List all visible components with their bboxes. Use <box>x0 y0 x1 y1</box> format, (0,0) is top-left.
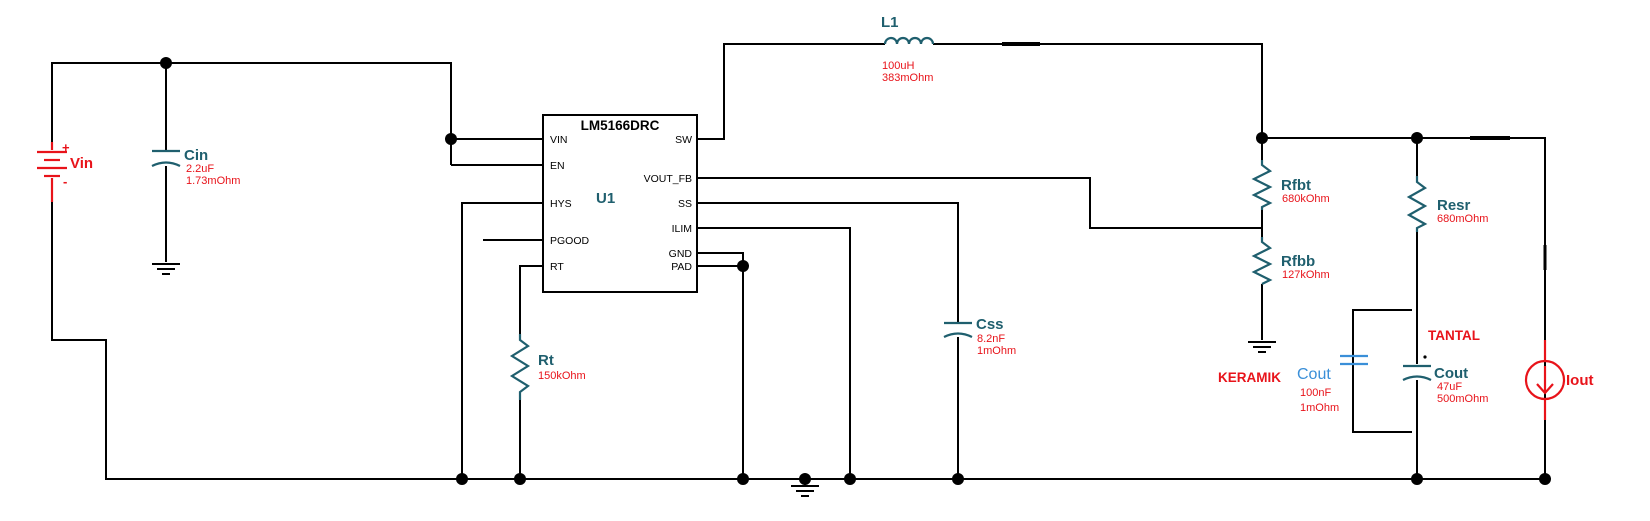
ground-symbol-rfbb <box>1248 341 1276 353</box>
capacitor-css <box>943 321 973 338</box>
resistor-resr <box>1406 176 1428 232</box>
keramik-annotation: KERAMIK <box>1218 370 1281 385</box>
capacitor-cin <box>151 149 181 167</box>
wire-rt-top <box>519 265 543 334</box>
pin-pad-label: PAD <box>671 261 692 273</box>
wire-gnd-bottom <box>51 137 1546 480</box>
css-value: 8.2nF <box>977 333 1005 345</box>
l1-value: 100uH <box>882 60 914 72</box>
rfbb-label: Rfbb <box>1281 253 1315 270</box>
wire-sw <box>697 43 885 140</box>
pin-pgood-label: PGOOD <box>550 235 590 247</box>
pin-sw-label: SW <box>675 134 692 146</box>
ground-symbol-cin <box>152 263 180 275</box>
wire-ss <box>697 202 959 322</box>
junction-dot <box>514 473 526 485</box>
css-label: Css <box>976 316 1004 333</box>
cout-ceramic-esr: 1mOhm <box>1300 402 1339 414</box>
vin-plus-sign: + <box>62 140 70 155</box>
cin-value: 2.2uF <box>186 163 214 175</box>
cout-tantal-esr: 500mOhm <box>1437 393 1488 405</box>
tantal-annotation: TANTAL <box>1428 328 1480 343</box>
wires <box>51 42 1547 480</box>
resr-label: Resr <box>1437 197 1471 214</box>
iout-label: Iout <box>1566 372 1594 389</box>
vin-label: Vin <box>70 155 93 172</box>
pin-ilim-label: ILIM <box>672 223 692 235</box>
battery-vin <box>37 142 67 202</box>
cout-tantal-value: 47uF <box>1437 381 1462 393</box>
pin-vin-label: VIN <box>550 134 568 146</box>
rt-label: Rt <box>538 352 554 369</box>
junction-dot <box>456 473 468 485</box>
pin-rt-label: RT <box>550 261 564 273</box>
vin-minus-sign: - <box>63 174 67 189</box>
pin-hys-label: HYS <box>550 198 572 210</box>
wire-hys <box>461 202 543 479</box>
rfbt-value: 680kOhm <box>1282 193 1330 205</box>
wire-l1-out <box>933 43 1263 138</box>
pin-ss-label: SS <box>678 198 692 210</box>
junction-dot <box>1256 132 1268 144</box>
cout-ceramic-value: 100nF <box>1300 387 1331 399</box>
junction-dot <box>952 473 964 485</box>
junction-dot <box>445 133 457 145</box>
cin-label: Cin <box>184 147 208 164</box>
resistor-rt <box>509 334 531 400</box>
cout-tantal-label: Cout <box>1434 365 1468 382</box>
capacitor-cout-tantal <box>1402 355 1432 381</box>
junction-dot <box>844 473 856 485</box>
junctions <box>160 57 1551 485</box>
rfbb-value: 127kOhm <box>1282 269 1330 281</box>
pin-gnd-label: GND <box>669 248 693 260</box>
css-esr: 1mOhm <box>977 345 1016 357</box>
pin-en-label: EN <box>550 160 565 172</box>
junction-dot <box>737 473 749 485</box>
ic-ref-label: U1 <box>596 190 615 207</box>
junction-dot <box>1411 473 1423 485</box>
inductor-l1 <box>883 36 935 45</box>
ic-part-number: LM5166DRC <box>581 118 660 133</box>
cin-esr: 1.73mOhm <box>186 175 240 187</box>
wire-ceramic-box <box>1352 309 1412 433</box>
rt-value: 150kOhm <box>538 370 586 382</box>
resistor-rfbt <box>1251 160 1273 210</box>
wire-ilim <box>697 227 851 479</box>
wire-vin-top <box>51 62 543 142</box>
capacitor-cout-ceramic <box>1340 354 1368 366</box>
cout-ceramic-label: Cout <box>1297 366 1331 383</box>
ground-symbol-main <box>791 479 819 497</box>
junction-dot <box>737 260 749 272</box>
wire-vout-fb <box>697 177 1262 229</box>
ic-u1-body <box>542 114 698 293</box>
l1-label: L1 <box>881 14 899 31</box>
rfbt-label: Rfbt <box>1281 177 1311 194</box>
junction-dot <box>160 57 172 69</box>
wire-gnd-pad <box>697 252 744 479</box>
resr-value: 680mOhm <box>1437 213 1488 225</box>
l1-esr: 383mOhm <box>882 72 933 84</box>
junction-dot <box>1411 132 1423 144</box>
resistor-rfbb <box>1251 237 1273 285</box>
pin-vout-fb-label: VOUT_FB <box>644 173 692 185</box>
current-source-iout <box>1524 340 1566 420</box>
